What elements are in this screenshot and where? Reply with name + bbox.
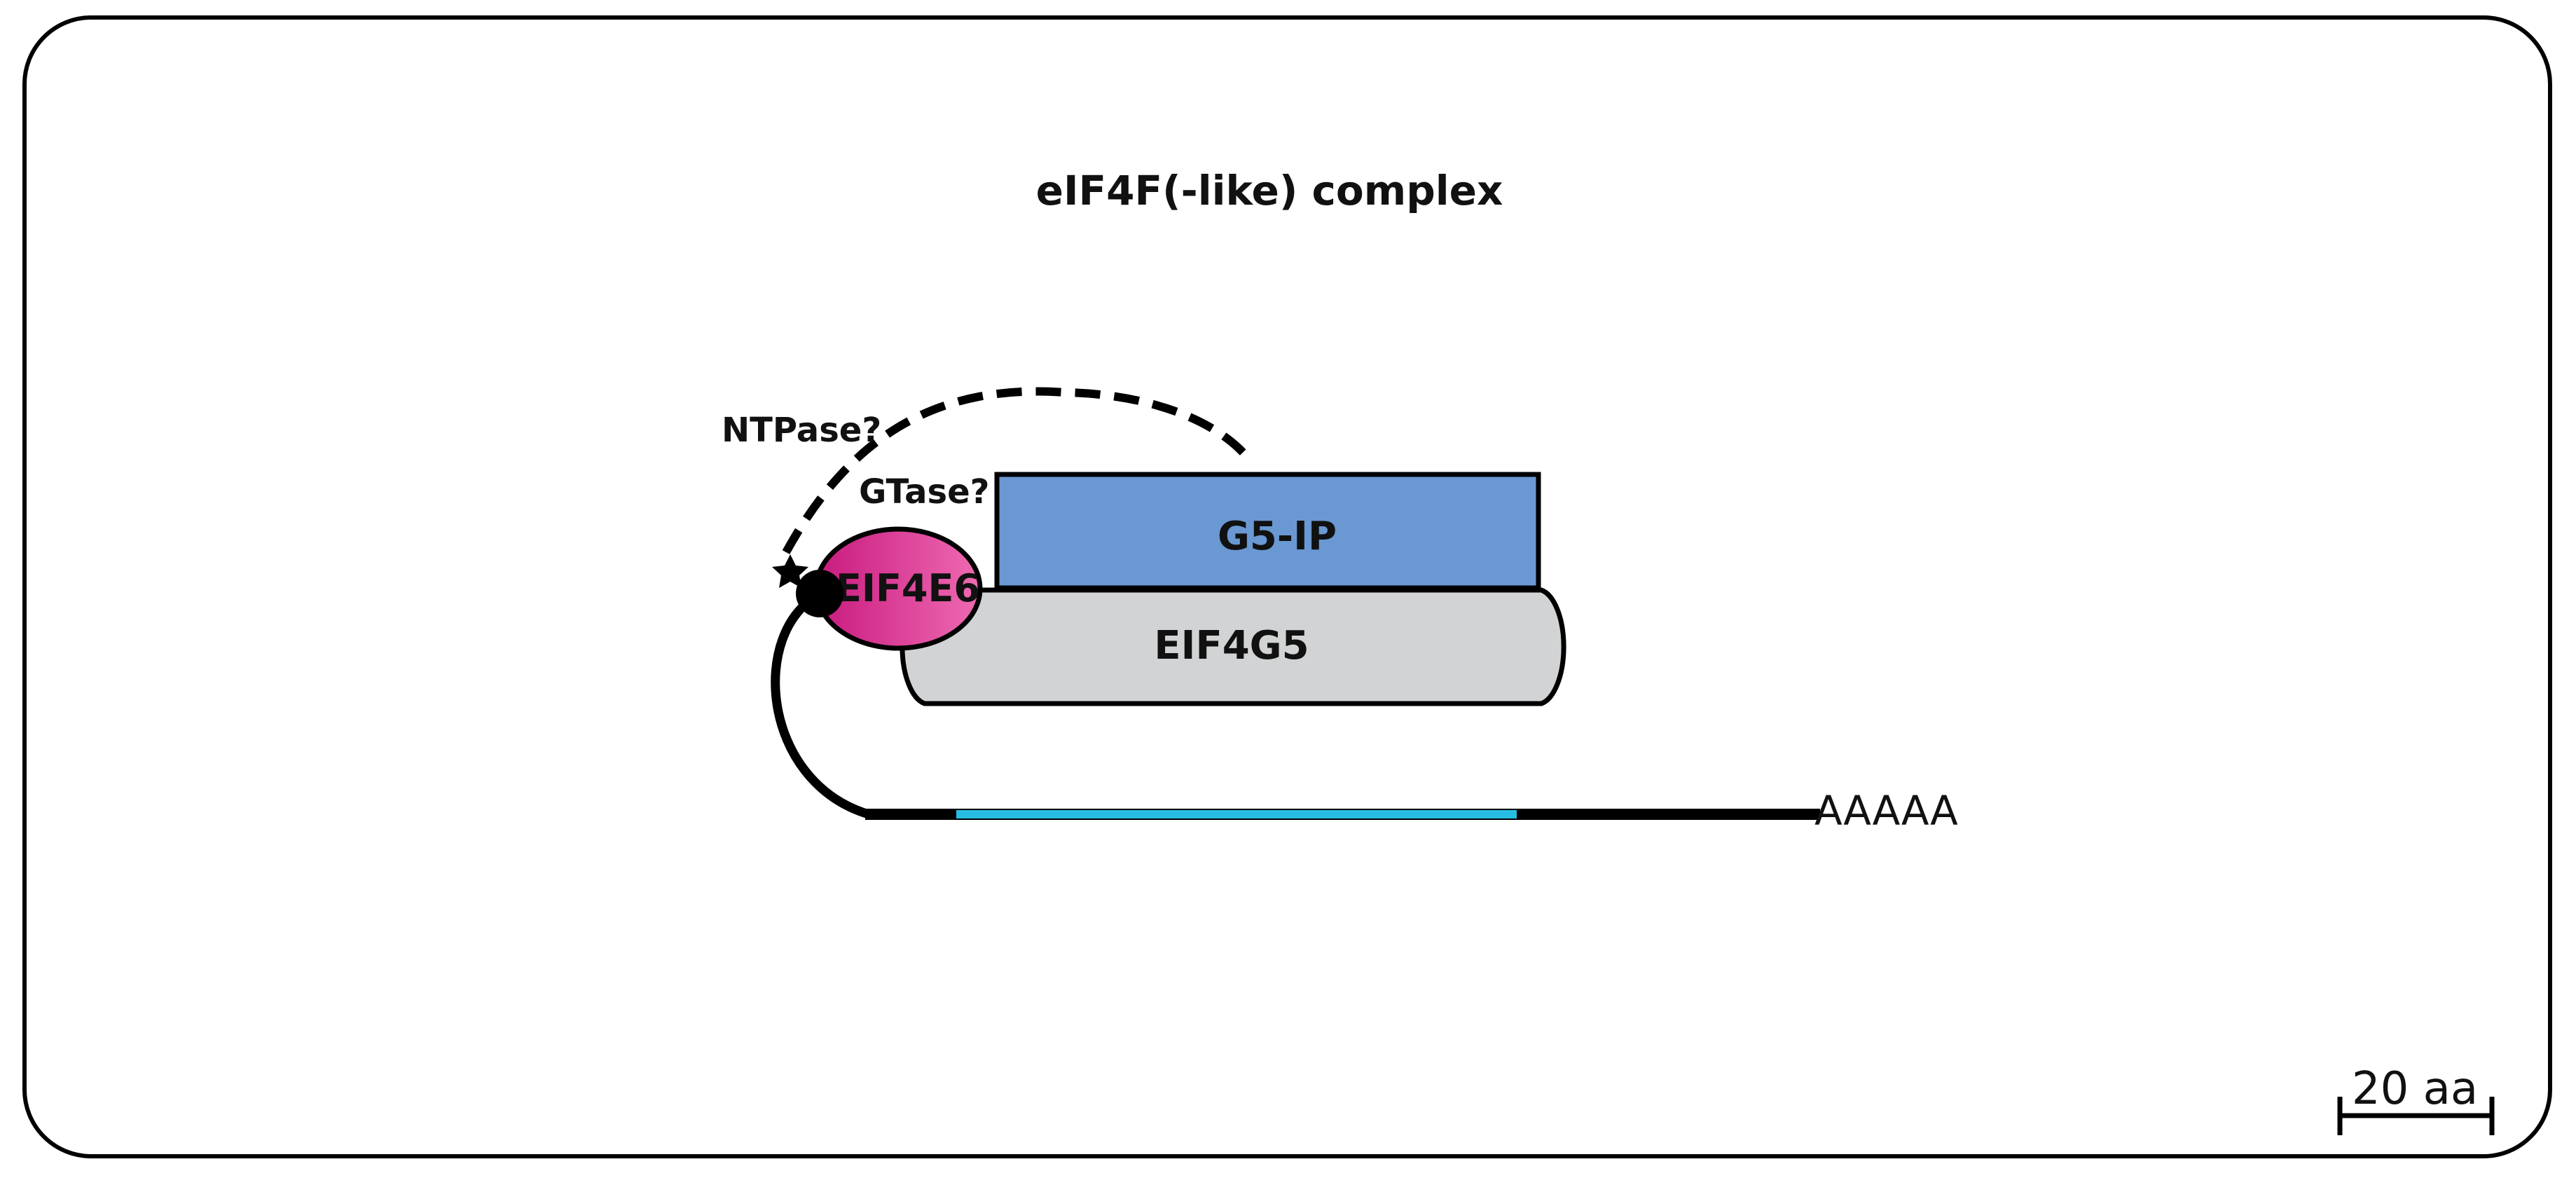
star-icon	[772, 554, 808, 588]
cap-dot-icon	[796, 570, 843, 617]
eif4e6-label: EIF4E6	[836, 566, 980, 610]
g5ip-label: G5-IP	[1218, 514, 1337, 559]
gtase-label: GTase?	[859, 472, 989, 512]
polya-tail-label: AAAAA	[1814, 787, 1958, 835]
diagram-title: eIF4F(-like) complex	[1036, 167, 1503, 214]
scale-bar-label: 20 aa	[2352, 1063, 2478, 1115]
eif4g5-label: EIF4G5	[1154, 623, 1309, 669]
ntpase-dashed-arc	[782, 387, 1254, 554]
mrna-5prime-curve	[771, 589, 874, 819]
ntpase-label: NTPase?	[722, 411, 881, 450]
scale-bar	[2337, 1097, 2495, 1135]
g5ip-shape	[994, 472, 1541, 591]
